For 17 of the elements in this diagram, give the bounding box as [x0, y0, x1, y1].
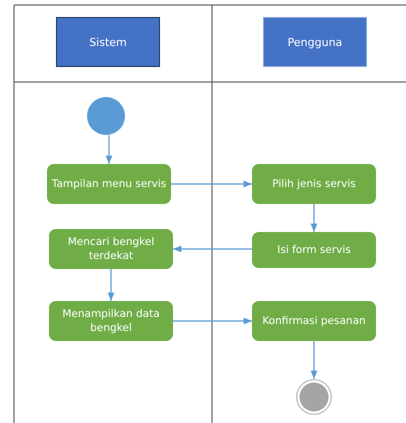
arrow	[173, 318, 252, 324]
arrow	[108, 269, 114, 301]
arrow	[171, 180, 252, 188]
action-box: Menampilkan data bengkel	[49, 301, 173, 341]
action-box: Tampilan menu servis	[47, 164, 171, 204]
action-box: Pilih jenis servis	[252, 164, 376, 204]
arrow	[310, 204, 318, 232]
action-box: Mencari bengkel terdekat	[49, 229, 173, 269]
arrow	[106, 135, 112, 164]
action-box: Konfirmasi pesanan	[252, 301, 376, 341]
arrow	[310, 341, 318, 379]
action-box: Isi form servis	[252, 232, 376, 268]
arrow	[173, 246, 252, 252]
lane-header: Sistem	[56, 17, 160, 67]
lane-header: Pengguna	[263, 17, 367, 67]
end-node	[296, 379, 332, 415]
start-node	[87, 97, 125, 135]
